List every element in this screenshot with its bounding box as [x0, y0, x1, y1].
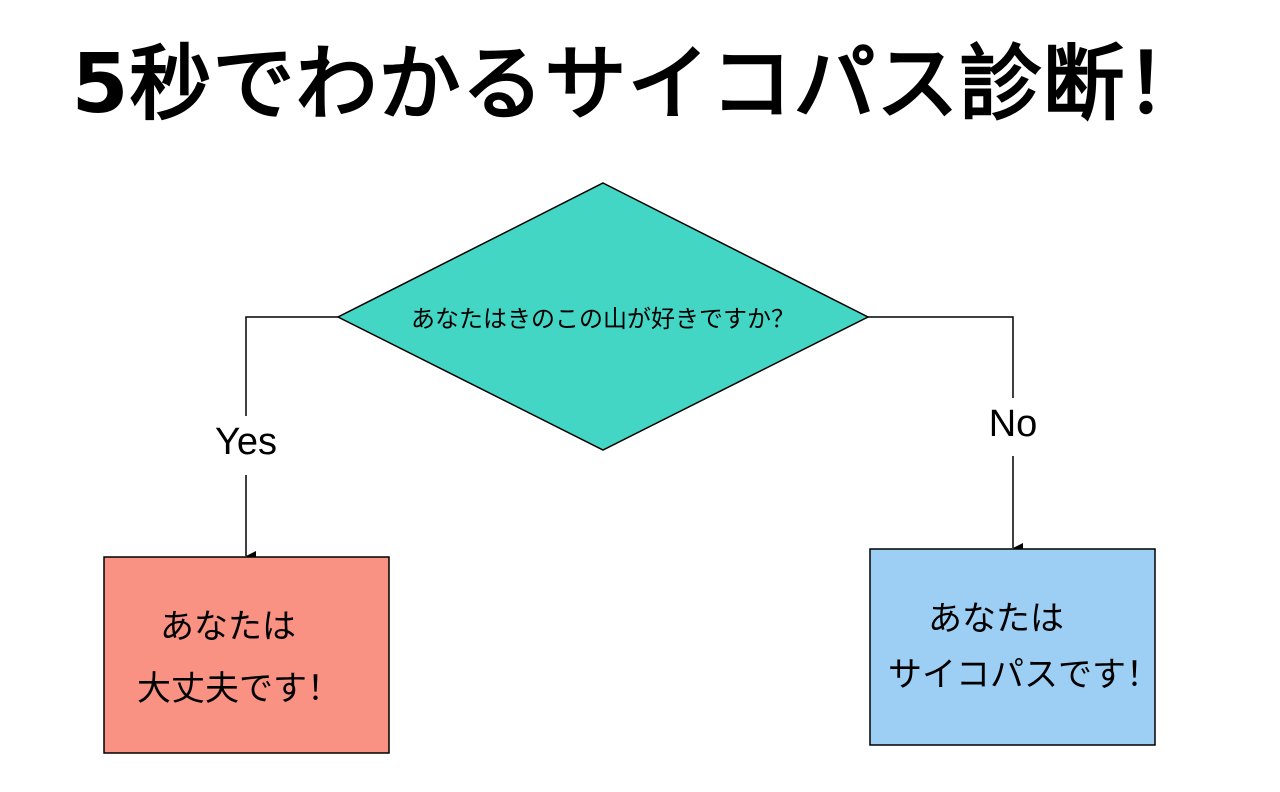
- yes-result-box: [103, 556, 390, 754]
- yes-result-line1: あなたは: [160, 607, 296, 647]
- yes-label: Yes: [215, 421, 277, 463]
- no-result-box: [869, 548, 1156, 746]
- page-title: 5秒でわかるサイコパス診断！: [71, 37, 1209, 132]
- yes-result-line2: 大丈夫です！: [137, 669, 341, 709]
- yes-connector-top: [245, 316, 338, 416]
- question-text: あなたはきのこの山が好きですか？: [411, 305, 795, 333]
- no-result-line1: あなたは: [928, 599, 1064, 639]
- no-result-line2: サイコパスです！: [888, 655, 1160, 695]
- no-connector-top: [868, 316, 1014, 398]
- no-label: No: [989, 403, 1038, 445]
- decision-diamond: [336, 182, 870, 451]
